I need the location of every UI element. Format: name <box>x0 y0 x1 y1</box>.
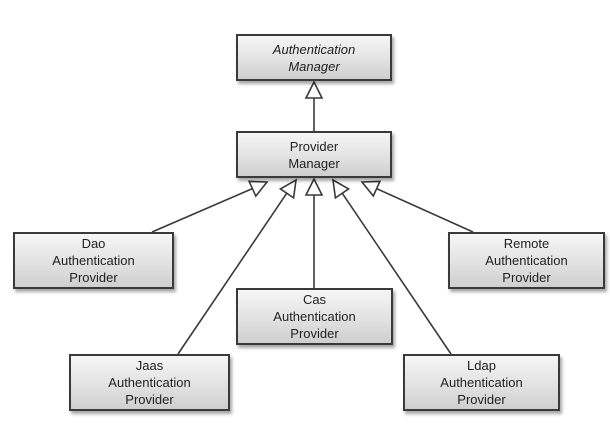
edge-ldap-to-provider-manager <box>341 192 452 355</box>
generalization-arrowhead <box>247 180 269 198</box>
class-name-line: Authentication <box>440 375 523 390</box>
jaas-authentication-provider-class: Jaas Authentication Provider <box>69 354 230 411</box>
provider-manager-class: Provider Manager <box>236 131 392 178</box>
class-name-line: Provider <box>125 392 174 407</box>
class-name-line: Remote <box>503 236 550 251</box>
class-name-line: Ldap <box>467 358 496 373</box>
class-name-line: Provider <box>457 392 506 407</box>
cas-authentication-provider-class: Cas Authentication Provider <box>236 288 393 345</box>
class-name-line: Provider <box>289 138 339 154</box>
edge-jaas-to-provider-manager <box>177 192 288 355</box>
class-name-line: Cas <box>302 292 327 307</box>
class-name-line: Authentication <box>272 41 356 57</box>
generalization-arrowhead <box>304 177 324 196</box>
edge-remote-to-provider-manager <box>376 187 474 233</box>
class-name-line: Dao <box>81 236 106 251</box>
generalization-arrowhead <box>360 180 382 198</box>
remote-authentication-provider-class: Remote Authentication Provider <box>448 232 605 289</box>
generalization-arrowhead <box>304 80 324 99</box>
authentication-manager-class: Authentication Manager <box>236 34 392 81</box>
edge-dao-to-provider-manager <box>151 187 253 233</box>
generalization-arrowhead <box>331 178 351 200</box>
class-name-line: Jaas <box>135 358 164 373</box>
dao-authentication-provider-class: Dao Authentication Provider <box>13 232 174 289</box>
class-name-line: Authentication <box>485 253 568 268</box>
class-name-line: Authentication <box>273 309 356 324</box>
class-name-line: Manager <box>288 58 340 74</box>
class-name-line: Authentication <box>52 253 135 268</box>
generalization-arrowhead <box>278 178 298 200</box>
class-name-line: Manager <box>288 155 340 171</box>
class-name-line: Provider <box>69 270 118 285</box>
class-name-line: Provider <box>290 326 339 341</box>
class-name-line: Authentication <box>108 375 191 390</box>
class-name-line: Provider <box>502 270 551 285</box>
ldap-authentication-provider-class: Ldap Authentication Provider <box>403 354 560 411</box>
